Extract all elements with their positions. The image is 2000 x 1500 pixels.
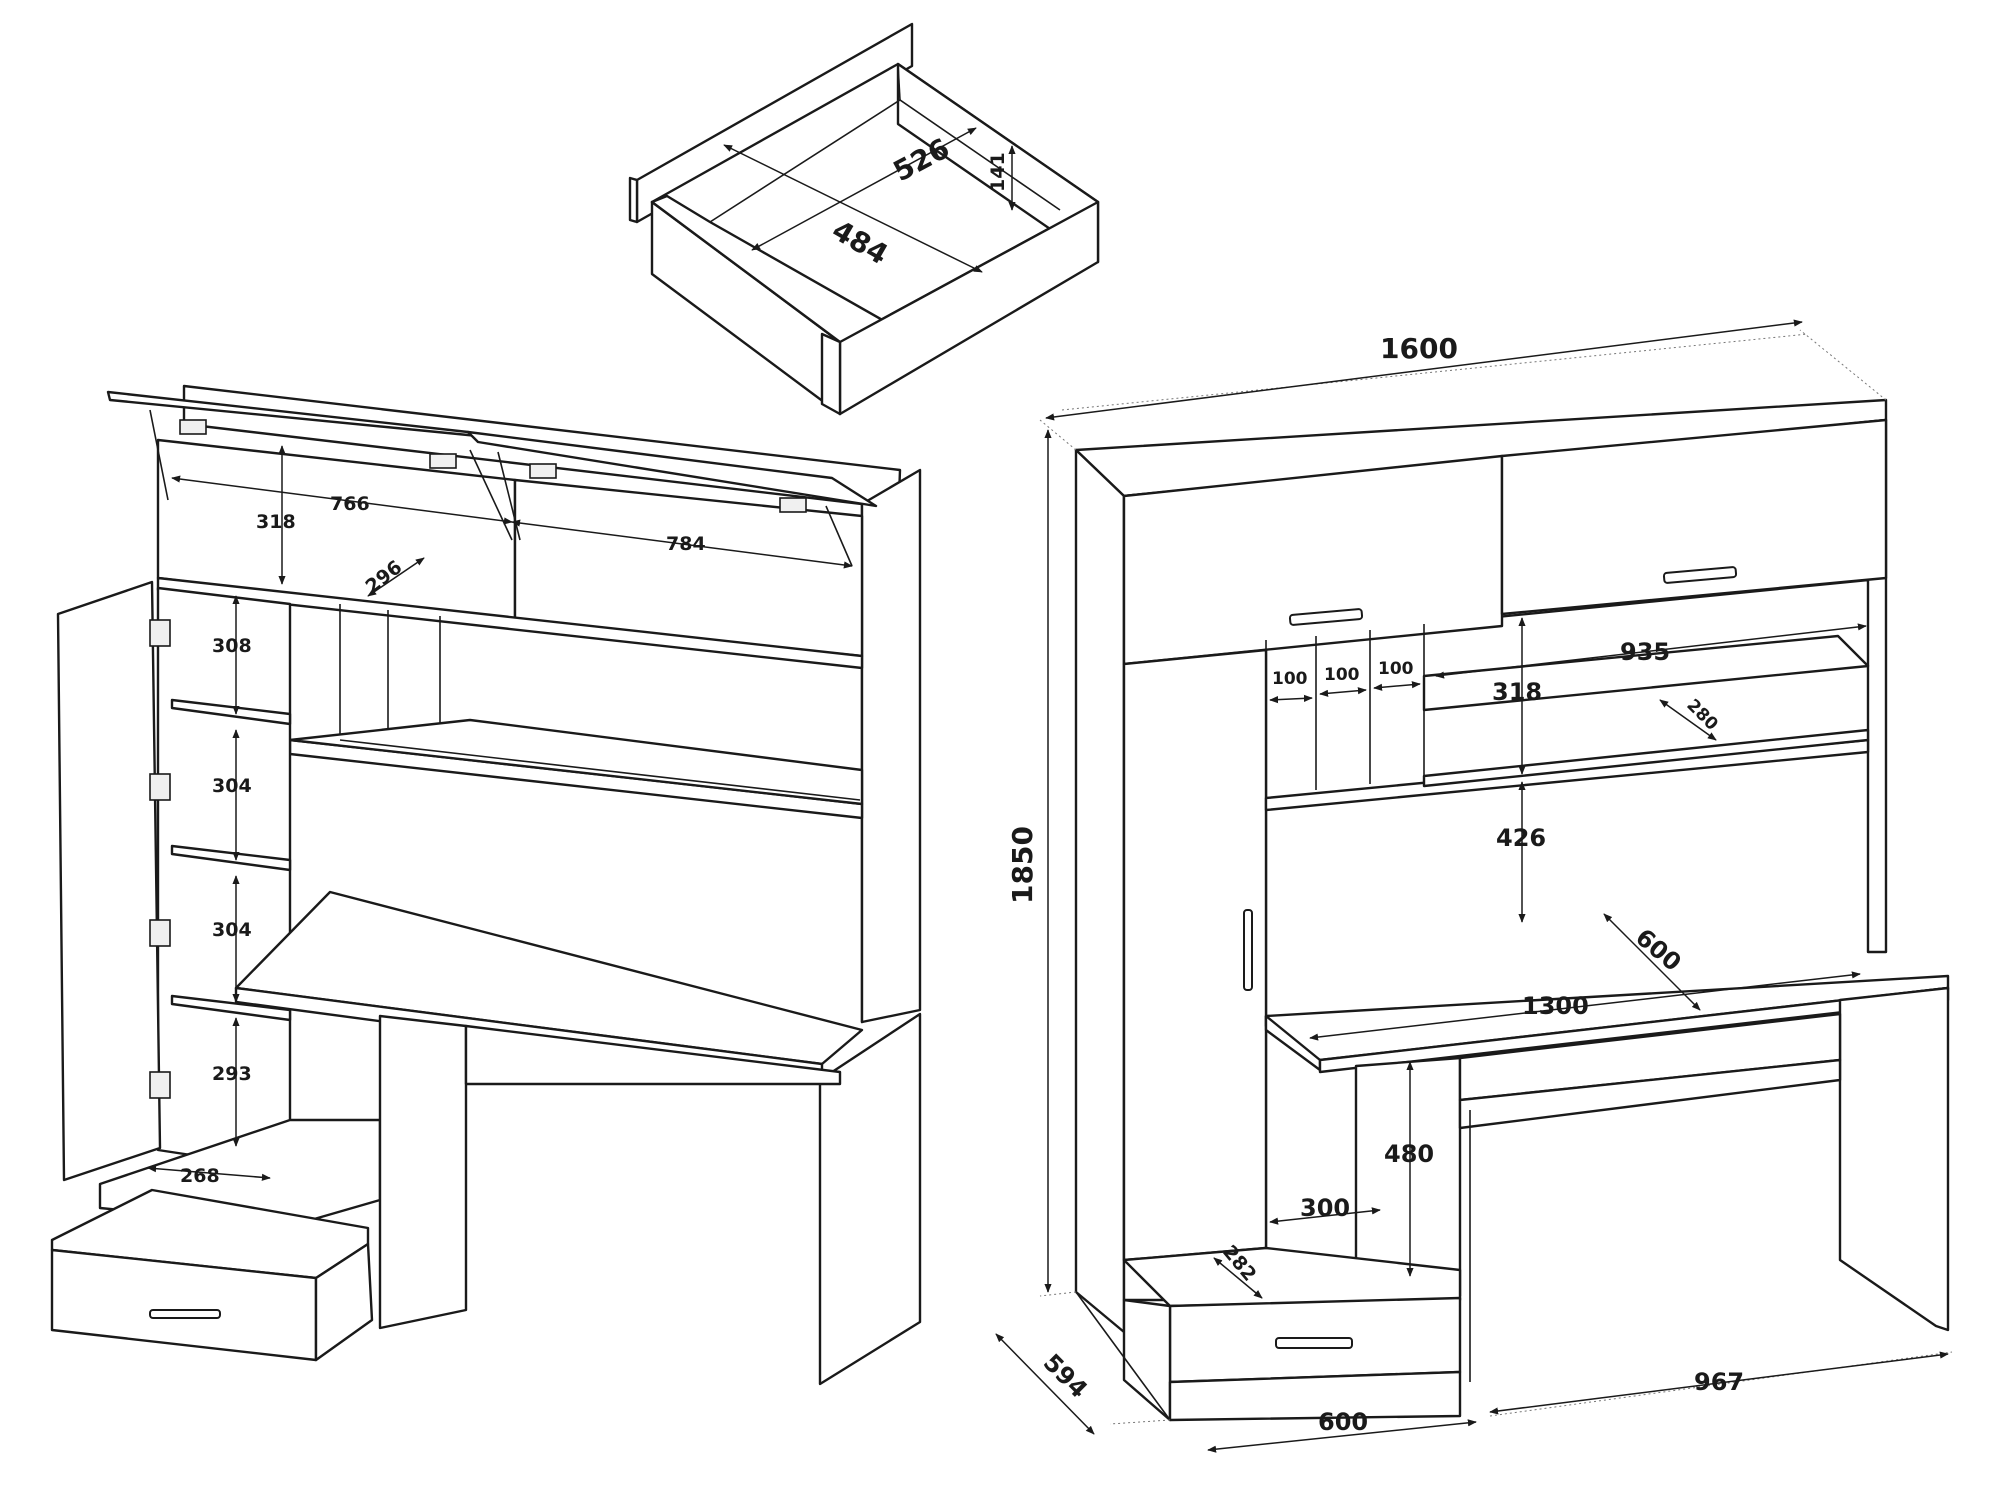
drawer-inner-height-label: 141: [987, 152, 1009, 192]
desk-span-label: 967: [1694, 1368, 1744, 1396]
flap-left-width-label: 766: [330, 493, 370, 515]
drawer-detail: 526 484 141: [628, 22, 1100, 416]
compartment-width-label: 300: [1300, 1194, 1350, 1222]
cabinet-shelf-3-label: 304: [212, 919, 252, 941]
overall-depth-label: 594: [1038, 1348, 1093, 1403]
top-compartment-height-label: 318: [256, 511, 296, 533]
flap-right-width-label: 784: [666, 533, 706, 555]
cubby-2-label: 100: [1324, 665, 1360, 685]
cabinet-inner-width-label: 268: [180, 1165, 220, 1187]
open-view-drawing: 766 784 318 296 308 304 304 293 268: [50, 384, 922, 1386]
front-view-drawing: 1600 1850 594 100 100 100 935 318 280 42…: [995, 319, 1953, 1453]
desk-width-label: 1300: [1522, 992, 1589, 1020]
cubby-3-label: 100: [1378, 659, 1414, 679]
desk-clearance-upper-label: 426: [1496, 824, 1546, 852]
knee-height-label: 480: [1384, 1140, 1434, 1168]
shelf-height-label: 318: [1492, 678, 1542, 706]
cabinet-shelf-1-label: 308: [212, 635, 252, 657]
overall-width-label: 1600: [1380, 332, 1458, 365]
overall-height-label: 1850: [1006, 826, 1039, 904]
shelf-width-label: 935: [1620, 638, 1670, 666]
shelf-depth-label: 280: [1682, 695, 1721, 734]
cubby-1-label: 100: [1272, 669, 1308, 689]
cabinet-shelf-4-label: 293: [212, 1063, 252, 1085]
base-width-label: 600: [1318, 1408, 1368, 1436]
cabinet-shelf-2-label: 304: [212, 775, 252, 797]
